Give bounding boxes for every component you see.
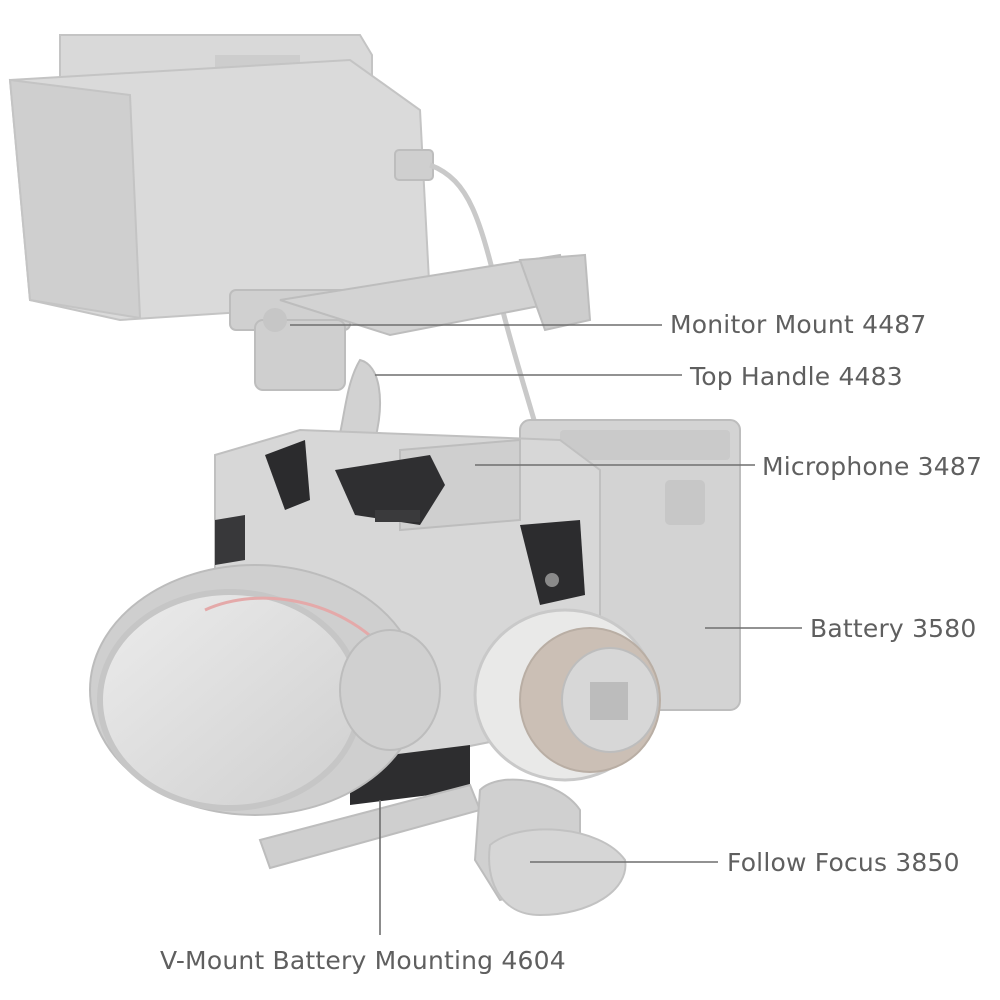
label-monitor-mount: Monitor Mount 4487 bbox=[670, 310, 927, 339]
label-microphone: Microphone 3487 bbox=[762, 452, 983, 481]
monitor bbox=[8, 34, 434, 322]
lens bbox=[89, 564, 441, 816]
label-top-handle: Top Handle 4483 bbox=[690, 362, 903, 391]
label-vmount-battery-mounting: V-Mount Battery Mounting 4604 bbox=[160, 946, 566, 975]
follow-focus bbox=[473, 608, 661, 782]
rods bbox=[258, 778, 627, 917]
label-battery: Battery 3580 bbox=[810, 614, 977, 643]
cage-highlight-parts bbox=[215, 440, 585, 805]
leader-lines bbox=[290, 324, 802, 935]
label-follow-focus: Follow Focus 3850 bbox=[727, 848, 960, 877]
